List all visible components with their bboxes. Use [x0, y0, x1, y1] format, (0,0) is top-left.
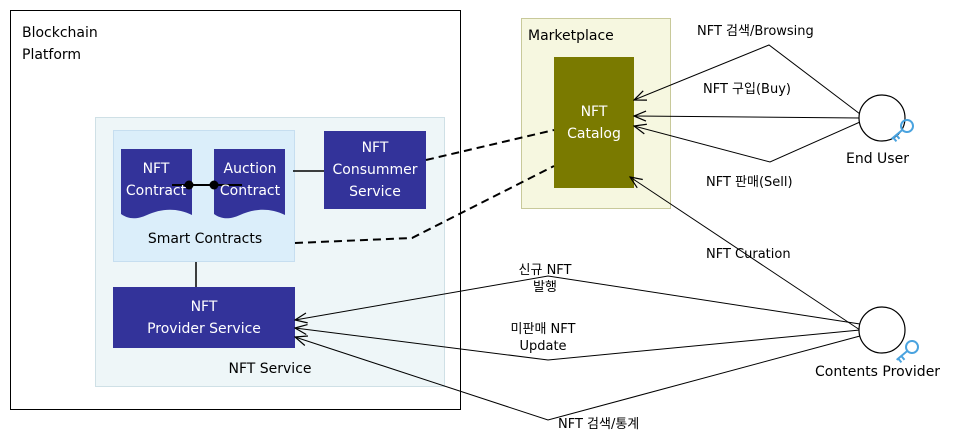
contract-link-dot-left	[184, 180, 194, 190]
browsing-edge-label: NFT 검색/Browsing	[697, 24, 814, 39]
contents-provider-label: Contents Provider	[815, 364, 941, 380]
auction-contract-document-shape	[214, 149, 285, 219]
unsold-update-edge	[295, 328, 861, 361]
buy-edge-label: NFT 구입(Buy)	[703, 82, 791, 97]
nft-consumer-service-label: NFT Consummer Service	[332, 140, 418, 200]
auction-contract-label: Auction Contract	[219, 161, 281, 199]
nft-provider-service-label: NFT Provider Service	[147, 298, 261, 337]
blockchain-platform-title: Blockchain Platform	[22, 25, 98, 63]
unsold-update-edge-label: 미판매 NFT Update	[510, 322, 576, 354]
end-user-label: End User	[846, 151, 909, 167]
consumer-to-catalog-dashed	[425, 129, 555, 161]
curation-edge-label: NFT Curation	[706, 247, 791, 262]
new-issue-edge-label: 신규 NFT 발행	[518, 263, 572, 295]
sell-edge	[634, 121, 861, 163]
end-user-key-icon	[891, 119, 914, 143]
buy-edge	[634, 116, 861, 118]
sell-edge-label: NFT 판매(Sell)	[706, 175, 793, 190]
contract-link-dot-right	[209, 180, 219, 190]
curation-edge	[630, 177, 861, 331]
nft-consumer-service-box: NFT Consummer Service	[324, 131, 426, 209]
nft-catalog-box: NFT Catalog	[554, 57, 634, 188]
search-stats-edge-label: NFT 검색/통계	[558, 417, 640, 432]
end-user-actor	[858, 94, 906, 142]
browsing-edge	[634, 44, 861, 115]
nft-provider-service-box: NFT Provider Service	[113, 287, 295, 348]
smart-contracts-to-catalog-dashed	[294, 165, 555, 244]
search-stats-edge	[295, 336, 861, 421]
nft-contract-label: NFT Contract	[125, 161, 187, 199]
smart-contracts-label: Smart Contracts	[147, 231, 263, 247]
nft-contract-document-shape	[121, 149, 192, 219]
contents-provider-key-icon	[896, 340, 919, 364]
nft-catalog-label: NFT Catalog	[567, 103, 621, 142]
nft-service-label: NFT Service	[228, 361, 312, 377]
new-issue-edge	[295, 275, 861, 325]
marketplace-label: Marketplace	[528, 28, 614, 44]
contents-provider-actor	[858, 306, 906, 354]
